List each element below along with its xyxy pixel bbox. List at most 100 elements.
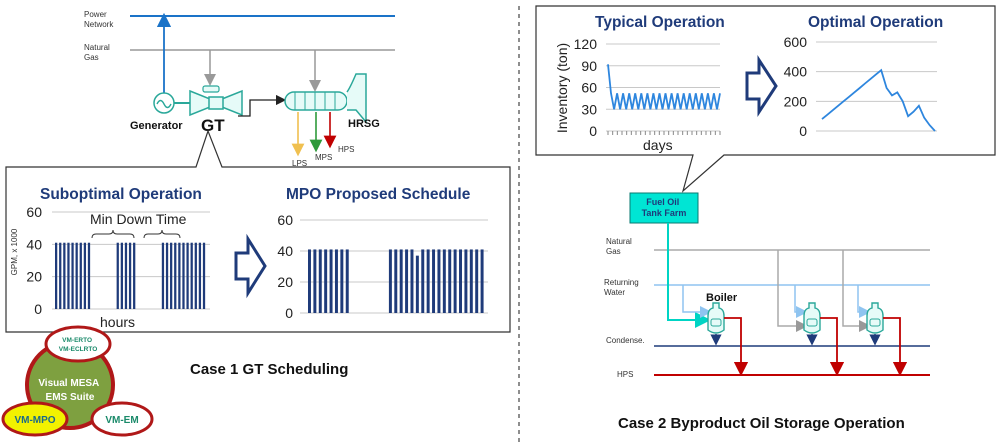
mpo-bar [345, 249, 349, 313]
suboptimal-bar [202, 242, 206, 309]
lps-label: LPS [292, 159, 307, 168]
boiler-unit [682, 285, 749, 377]
suboptimal-bar [79, 242, 82, 309]
min-down-time-annotation: Min Down Time [90, 211, 187, 227]
typical-series-line [607, 64, 721, 110]
mpo-bar [388, 249, 392, 313]
suboptimal-bar [55, 242, 58, 309]
boiler-icon [866, 302, 884, 334]
boiler-icon [707, 302, 725, 334]
mpo-bar [313, 249, 317, 313]
mpo-bar [308, 249, 311, 313]
typical-xlabel: days [643, 137, 673, 153]
suboptimal-bar [71, 242, 74, 309]
mpo-bar [410, 249, 414, 313]
mpo-tick-label: 60 [277, 212, 293, 228]
boiler-hps-arrow [820, 317, 845, 377]
mpo-bar [421, 249, 425, 313]
boiler-unit [842, 250, 908, 377]
mpo-bar [426, 249, 430, 313]
mpo-bar [324, 249, 328, 313]
boiler-icon [803, 302, 821, 334]
suite-erto-ellipse [44, 325, 112, 363]
suboptimal-bar [194, 242, 197, 309]
suboptimal-bar [63, 242, 66, 309]
case1-transition-arrow [234, 233, 267, 299]
typical-x-ticks [607, 131, 721, 135]
suboptimal-bar [198, 242, 202, 309]
mpo-bar [318, 249, 322, 313]
optimal-title: Optimal Operation [808, 14, 943, 31]
suboptimal-bar [161, 242, 165, 309]
mpo-bar [469, 249, 473, 313]
boiler-coil [710, 318, 722, 327]
suboptimal-bar [178, 242, 181, 309]
mpo-bar [340, 249, 344, 313]
suboptimal-bar [116, 242, 119, 309]
suboptimal-title: Suboptimal Operation [40, 186, 202, 203]
condense-label: Condense. [606, 336, 645, 345]
returning-water-label: Returning Water [604, 278, 641, 297]
suboptimal-bar [124, 242, 128, 309]
optimal-tick-label: 0 [799, 123, 807, 139]
mpo-bar [437, 249, 441, 313]
typical-tick-label: 30 [581, 101, 597, 117]
gas-turbine-icon [189, 85, 243, 117]
generator-label: Generator [130, 120, 183, 132]
boiler-gas-feed-arrow [842, 250, 871, 332]
mpo-bar [405, 249, 409, 313]
natural-gas-label: Natural Gas [84, 43, 112, 62]
boiler-coil [869, 318, 881, 327]
suboptimal-bar [67, 242, 70, 309]
mps-label: MPS [315, 153, 332, 162]
c2-hps-label: HPS [617, 370, 633, 379]
boilers-group [682, 250, 908, 377]
typical-tick-label: 0 [589, 123, 597, 139]
suite-center-label: Visual MESA EMS Suite [38, 378, 101, 403]
mpo-bar [464, 249, 468, 313]
mpo-bar [480, 249, 484, 313]
suboptimal-bar [170, 242, 173, 309]
suite-em-label: VM-EM [105, 415, 138, 426]
fuel-oil-tank-farm-label: Fuel Oil Tank Farm [642, 197, 687, 218]
boiler-water-feed-arrow [857, 285, 871, 318]
boiler-unit [777, 250, 845, 377]
suite-mpo-ellipse [1, 401, 69, 437]
mpo-tick-label: 20 [277, 274, 293, 290]
suboptimal-bar [190, 242, 193, 309]
mpo-bar [334, 249, 338, 313]
suboptimal-bar [182, 242, 185, 309]
exhaust-arrow [238, 94, 287, 117]
mpo-bar [432, 249, 436, 313]
mpo-tick-label: 40 [277, 243, 293, 259]
suboptimal-tick-label: 60 [26, 204, 42, 220]
suboptimal-bar [174, 242, 177, 309]
suboptimal-bar [75, 242, 78, 309]
case2-caption: Case 2 Byproduct Oil Storage Operation [618, 415, 905, 432]
fuel-oil-tank-farm-box [629, 192, 699, 224]
typical-tick-label: 120 [574, 36, 598, 52]
mpo-title: MPO Proposed Schedule [286, 186, 471, 203]
suboptimal-xlabel: hours [100, 314, 135, 330]
mpo-bars [308, 249, 484, 313]
hrsg-label: HRSG [348, 118, 380, 130]
boiler-water-feed-arrow [794, 285, 808, 318]
mpo-bar [453, 249, 457, 313]
boiler-label: Boiler [706, 292, 738, 304]
suite-mpo-label: VM-MPO [14, 415, 55, 426]
mpo-bar [448, 249, 452, 313]
generator-icon [153, 92, 175, 114]
optimal-gridlines [816, 41, 937, 132]
optimal-tick-label: 600 [784, 34, 808, 50]
suboptimal-bars [55, 242, 206, 309]
optimal-series-line [821, 68, 936, 132]
suboptimal-bar [128, 242, 132, 309]
hps-label: HPS [338, 145, 354, 154]
case1-caption: Case 1 GT Scheduling [190, 361, 348, 378]
mpo-bar [475, 249, 479, 313]
boiler-water-feed-arrow [682, 285, 712, 318]
suboptimal-tick-label: 20 [26, 269, 42, 285]
